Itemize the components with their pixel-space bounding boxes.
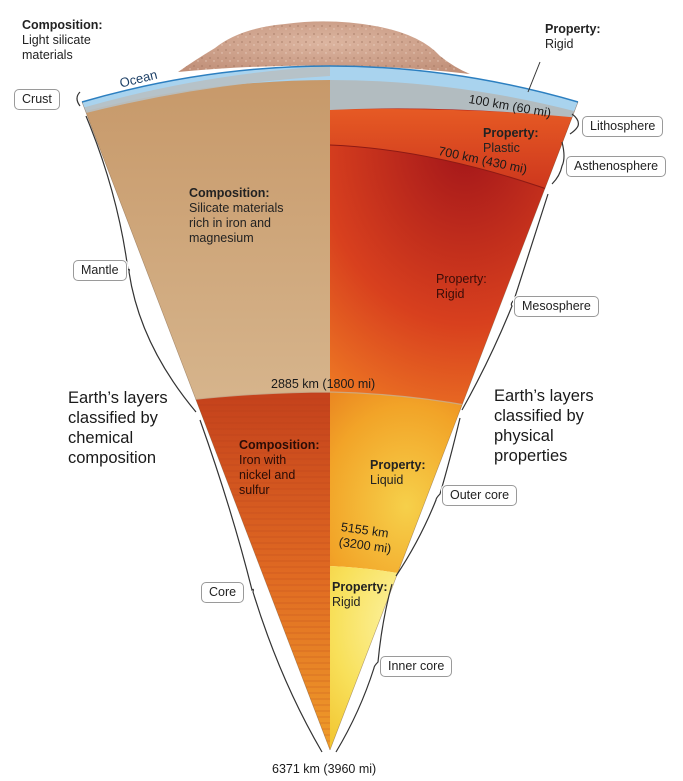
physical-heading-line-4: properties (494, 447, 568, 465)
inner-core-property: Property: Rigid (332, 580, 388, 610)
crust-name-box: Crust (14, 89, 60, 110)
asthenosphere-property-title: Property: (483, 126, 539, 140)
mesosphere-property: Property: Rigid (436, 272, 487, 302)
outer-core-property: Property: Liquid (370, 458, 426, 488)
left-braces (76, 91, 323, 753)
crust-composition-title: Composition: (22, 18, 103, 32)
lithosphere-brace (569, 113, 579, 135)
physical-classification-heading: Earth’s layers classified by physical pr… (494, 386, 594, 466)
crust-brace (76, 91, 81, 107)
crust-composition-line-1: Light silicate (22, 33, 91, 47)
mesosphere-property-value: Rigid (436, 287, 465, 301)
asthenosphere-property: Property: Plastic (483, 126, 539, 156)
outer-core-brace (395, 417, 461, 577)
asthenosphere-name-box: Asthenosphere (566, 156, 667, 177)
core-composition-line-3: sulfur (239, 483, 270, 497)
crust-composition-line-2: materials (22, 48, 73, 62)
core-composition: Composition: Iron with nickel and sulfur (239, 438, 320, 498)
mantle-brace (85, 115, 197, 413)
lithosphere-property-value: Rigid (545, 37, 574, 51)
chemical-heading-line-3: chemical (68, 429, 134, 447)
chemical-classification-heading: Earth’s layers classified by chemical co… (68, 388, 168, 468)
lithosphere-leader-line (527, 61, 541, 93)
chemical-heading-line-1: Earth’s layers (68, 389, 168, 407)
lithosphere-name-box: Lithosphere (582, 116, 664, 137)
physical-heading-line-2: classified by (494, 407, 584, 425)
outer-core-name-box: Outer core (442, 485, 518, 506)
mantle-composition-title: Composition: (189, 186, 270, 200)
mesosphere-brace (461, 193, 549, 411)
mantle-composition-line-2: rich in iron and (189, 216, 271, 230)
center-depth-label: 6371 km (3960 mi) (272, 762, 377, 776)
outer-core-property-title: Property: (370, 458, 426, 472)
mantle-composition-line-3: magnesium (189, 231, 254, 245)
core-name-box: Core (201, 582, 245, 603)
asthenosphere-section (330, 109, 578, 205)
outer-core-property-value: Liquid (370, 473, 404, 487)
core-composition-title: Composition: (239, 438, 320, 452)
mantle-composition-line-1: Silicate materials (189, 201, 284, 215)
lithosphere-property-title: Property: (545, 22, 601, 36)
asthenosphere-property-value: Plastic (483, 141, 520, 155)
asthenosphere-brace (551, 141, 565, 185)
inner-core-property-title: Property: (332, 580, 388, 594)
mantle-composition: Composition: Silicate materials rich in … (189, 186, 283, 246)
crust-composition: Composition: Light silicate materials (22, 18, 103, 63)
mantle-section (82, 80, 330, 420)
core-composition-line-1: Iron with (239, 453, 287, 467)
core-brace (199, 419, 323, 753)
mesosphere-property-title: Property: (436, 272, 487, 286)
ocean-band (82, 66, 578, 112)
lithosphere-property: Property: Rigid (545, 22, 601, 52)
inner-core-property-value: Rigid (332, 595, 361, 609)
mesosphere-name-box: Mesosphere (514, 296, 599, 317)
inner-core-name-box: Inner core (380, 656, 453, 677)
mantle-depth-label: 2885 km (1800 mi) (271, 377, 376, 391)
right-braces (335, 113, 579, 753)
core-composition-line-2: nickel and (239, 468, 296, 482)
crust-band (82, 66, 330, 114)
physical-heading-line-3: physical (494, 427, 554, 445)
mantle-name-box: Mantle (73, 260, 127, 281)
chemical-heading-line-2: classified by (68, 409, 158, 427)
chemical-heading-line-4: composition (68, 449, 157, 467)
physical-heading-line-1: Earth’s layers (494, 387, 594, 405)
inner-core-brace (335, 583, 393, 753)
